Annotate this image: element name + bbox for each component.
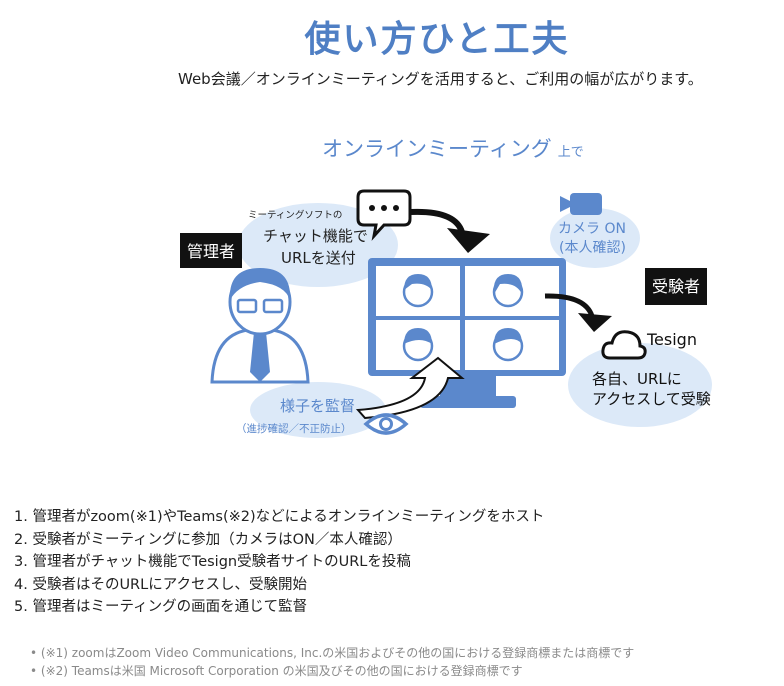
diagram-heading: オンラインミーティング上で: [322, 137, 584, 161]
step-item: 2. 受験者がミーティングに参加（カメラはON／本人確認）: [14, 531, 402, 548]
step-item: 4. 受験者はそのURLにアクセスし、受験開始: [14, 576, 307, 593]
note-item: (※1) zoomはZoom Video Communications, Inc…: [30, 644, 634, 662]
online-meeting-diagram: オンラインミーティング上で 管理者 ミーティングソフトの チャット機能で URL…: [180, 137, 712, 438]
camera-line1: カメラ ON: [558, 221, 626, 237]
admin-label-box: [180, 233, 242, 268]
chat-bubble-icon: [356, 189, 412, 241]
monitor-line2: （進捗確認／不正防止）: [236, 422, 352, 435]
cloud-icon: [601, 330, 647, 360]
camera-icon: [560, 193, 602, 215]
monitor-line1: 様子を監督: [280, 397, 355, 415]
monitor-icon: [368, 258, 566, 408]
chat-caption-line2: URLを送付: [281, 249, 356, 267]
examinee-label: 受験者: [652, 277, 700, 296]
step-item: 5. 管理者はミーティングの画面を通じて監督: [14, 599, 308, 616]
chat-caption-line1: チャット機能で: [263, 227, 368, 245]
chat-caption-small: ミーティングソフトの: [248, 209, 342, 221]
tesign-label: Tesign: [646, 330, 697, 349]
arrow-to-tesign-icon: [544, 293, 612, 332]
upward-arrow-icon: [355, 356, 465, 420]
step-item: 1. 管理者がzoom(※1)やTeams(※2)などによるオンラインミーティン…: [14, 509, 545, 525]
access-line1: 各自、URLに: [592, 370, 682, 388]
page-title: 使い方ひと工夫: [304, 18, 570, 60]
admin-person-icon: [210, 268, 310, 384]
steps-list: 1. 管理者がzoom(※1)やTeams(※2)などによるオンラインミーティン…: [14, 506, 544, 619]
eye-icon: [363, 413, 409, 435]
camera-bubble: [550, 208, 640, 268]
access-bubble: [568, 343, 712, 427]
trademark-notes: (※1) zoomはZoom Video Communications, Inc…: [30, 644, 634, 680]
examinee-label-box: [645, 268, 707, 305]
access-line2: アクセスして受験: [592, 390, 711, 408]
admin-label: 管理者: [187, 242, 235, 261]
note-item: (※2) Teamsは米国 Microsoft Corporation の米国及…: [30, 662, 634, 680]
page-subtitle: Web会議／オンラインミーティングを活用すると、ご利用の幅が広がります。: [178, 70, 703, 88]
step-item: 3. 管理者がチャット機能でTesign受験者サイトのURLを投稿: [14, 554, 411, 571]
arrow-to-monitor-icon: [409, 208, 490, 253]
monitor-bubble: [250, 382, 386, 438]
camera-line2: (本人確認): [559, 240, 626, 256]
